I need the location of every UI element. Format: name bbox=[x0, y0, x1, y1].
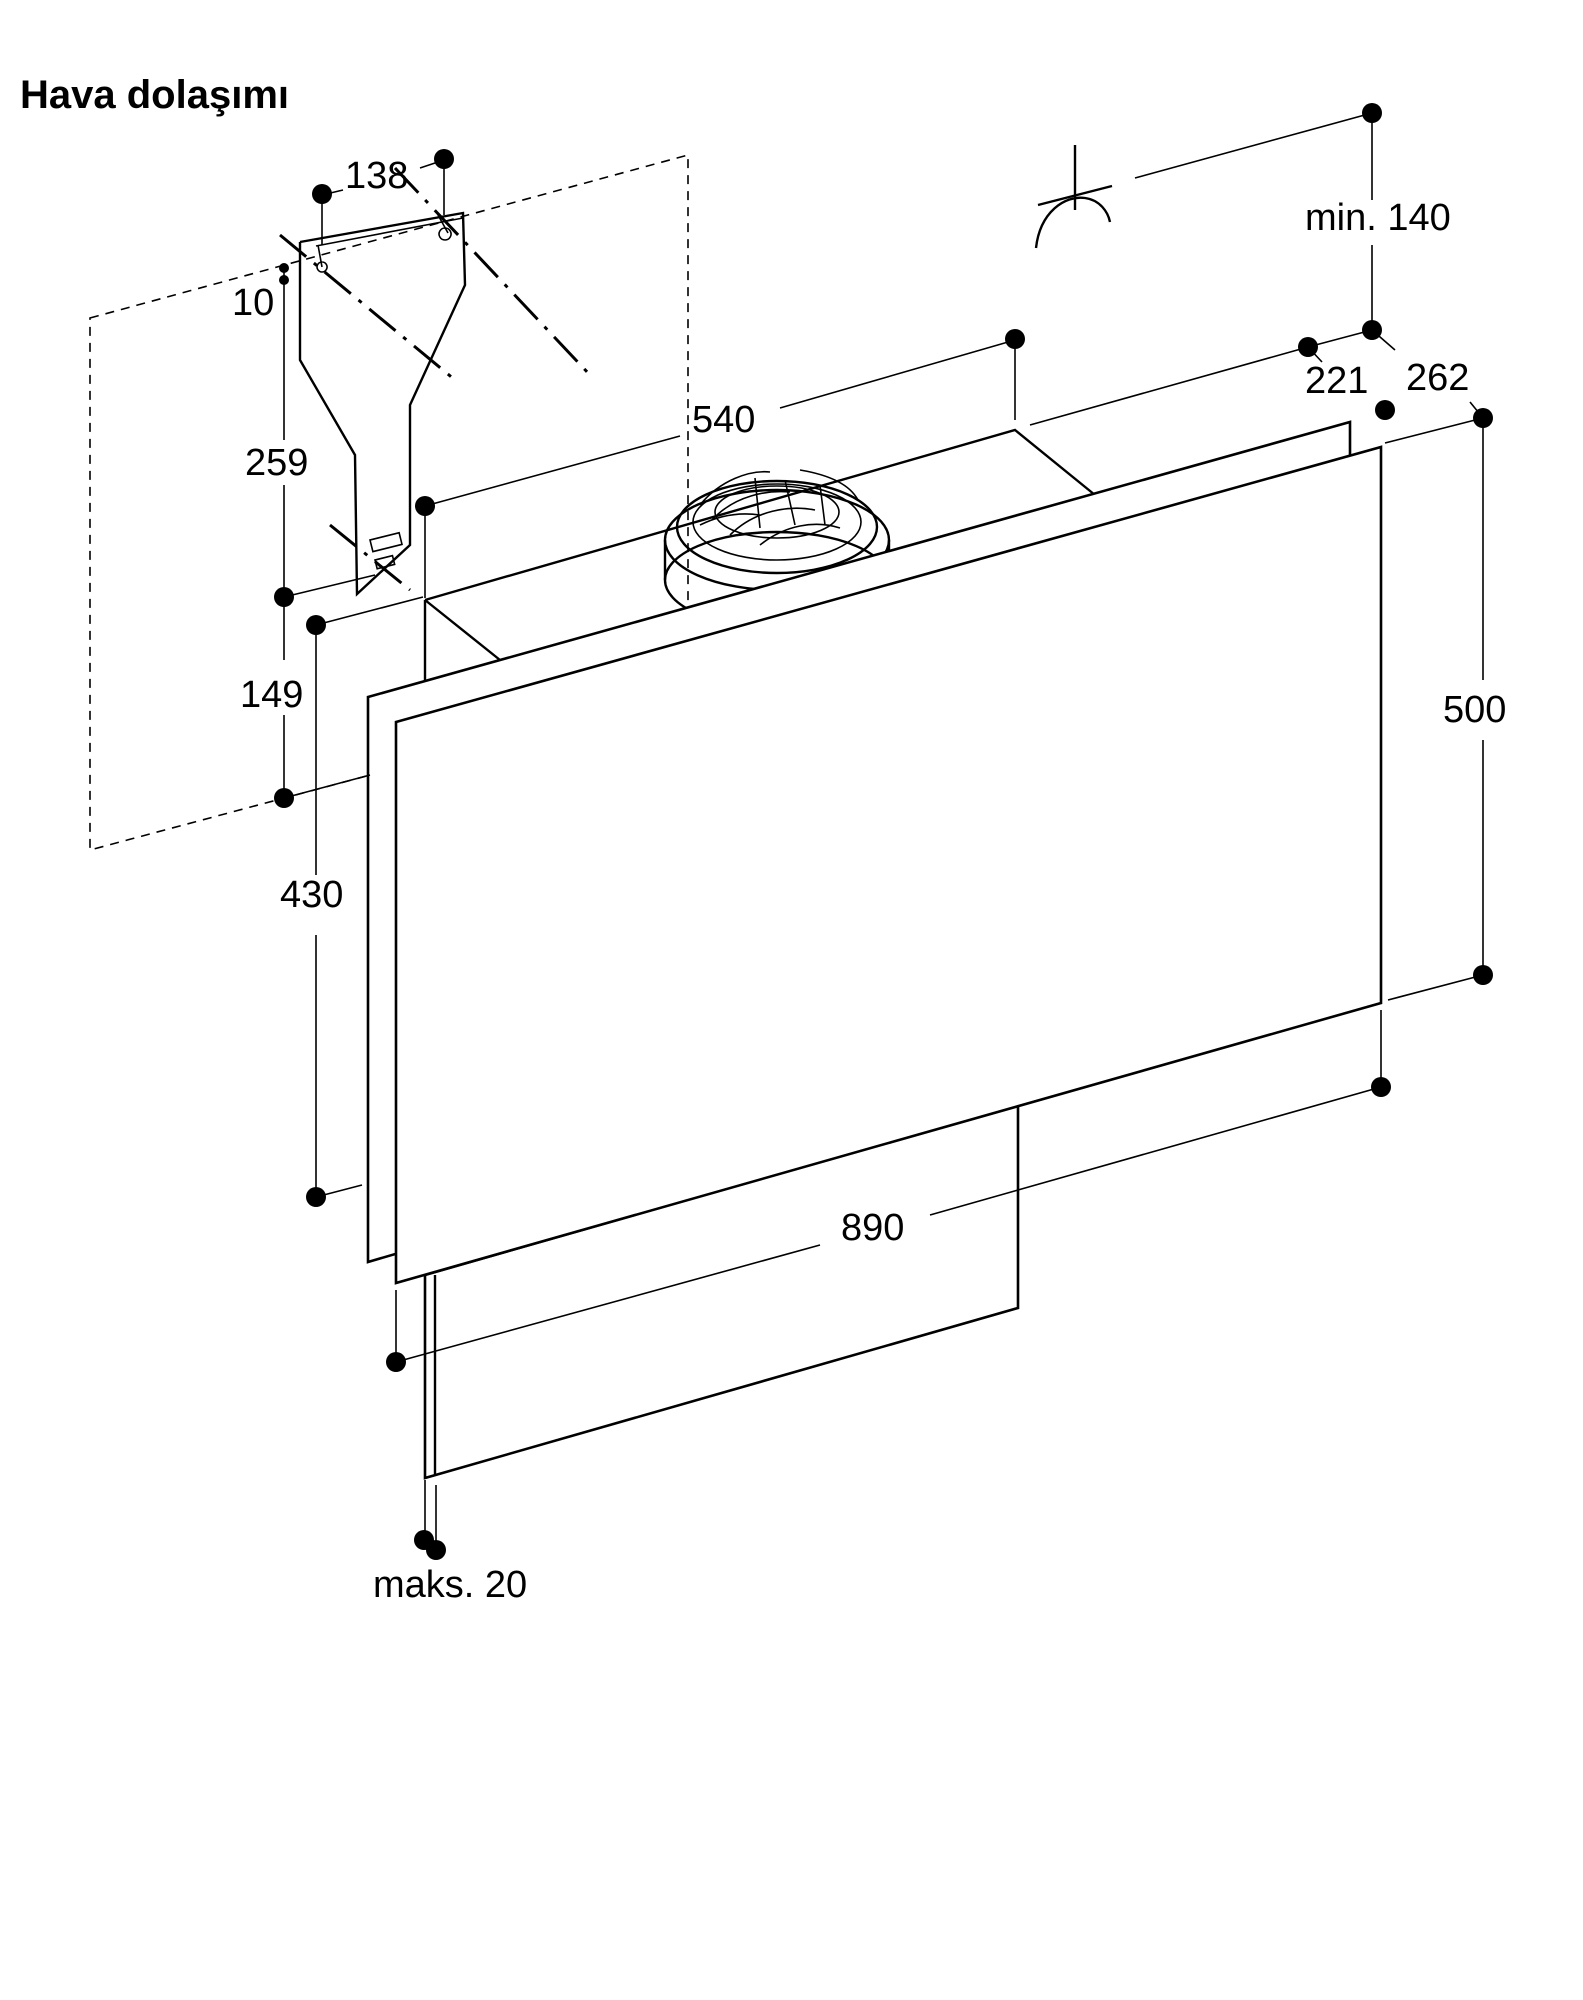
dim-maks-20: maks. 20 bbox=[373, 1564, 527, 1606]
dimension-lines bbox=[283, 112, 1484, 1550]
dim-262: 262 bbox=[1406, 357, 1469, 399]
dim-430: 430 bbox=[280, 874, 343, 916]
centerline-2 bbox=[279, 233, 456, 382]
centerline-1 bbox=[393, 166, 592, 377]
dim-540: 540 bbox=[692, 399, 755, 441]
glass-panel-front bbox=[394, 445, 1383, 1285]
centerline-3 bbox=[329, 523, 411, 592]
dim-221: 221 bbox=[1305, 360, 1368, 402]
dim-500: 500 bbox=[1443, 689, 1506, 731]
dim-10: 10 bbox=[232, 282, 274, 324]
ceiling-symbol bbox=[1034, 145, 1113, 249]
dim-890: 890 bbox=[841, 1207, 904, 1249]
dimension-dots bbox=[274, 103, 1493, 1560]
dim-259: 259 bbox=[245, 442, 308, 484]
wall-bracket bbox=[298, 211, 467, 597]
dim-138: 138 bbox=[345, 155, 408, 197]
dim-min-140: min. 140 bbox=[1305, 197, 1451, 239]
dim-149: 149 bbox=[240, 674, 303, 716]
diagram-title: Hava dolaşımı bbox=[20, 73, 289, 117]
